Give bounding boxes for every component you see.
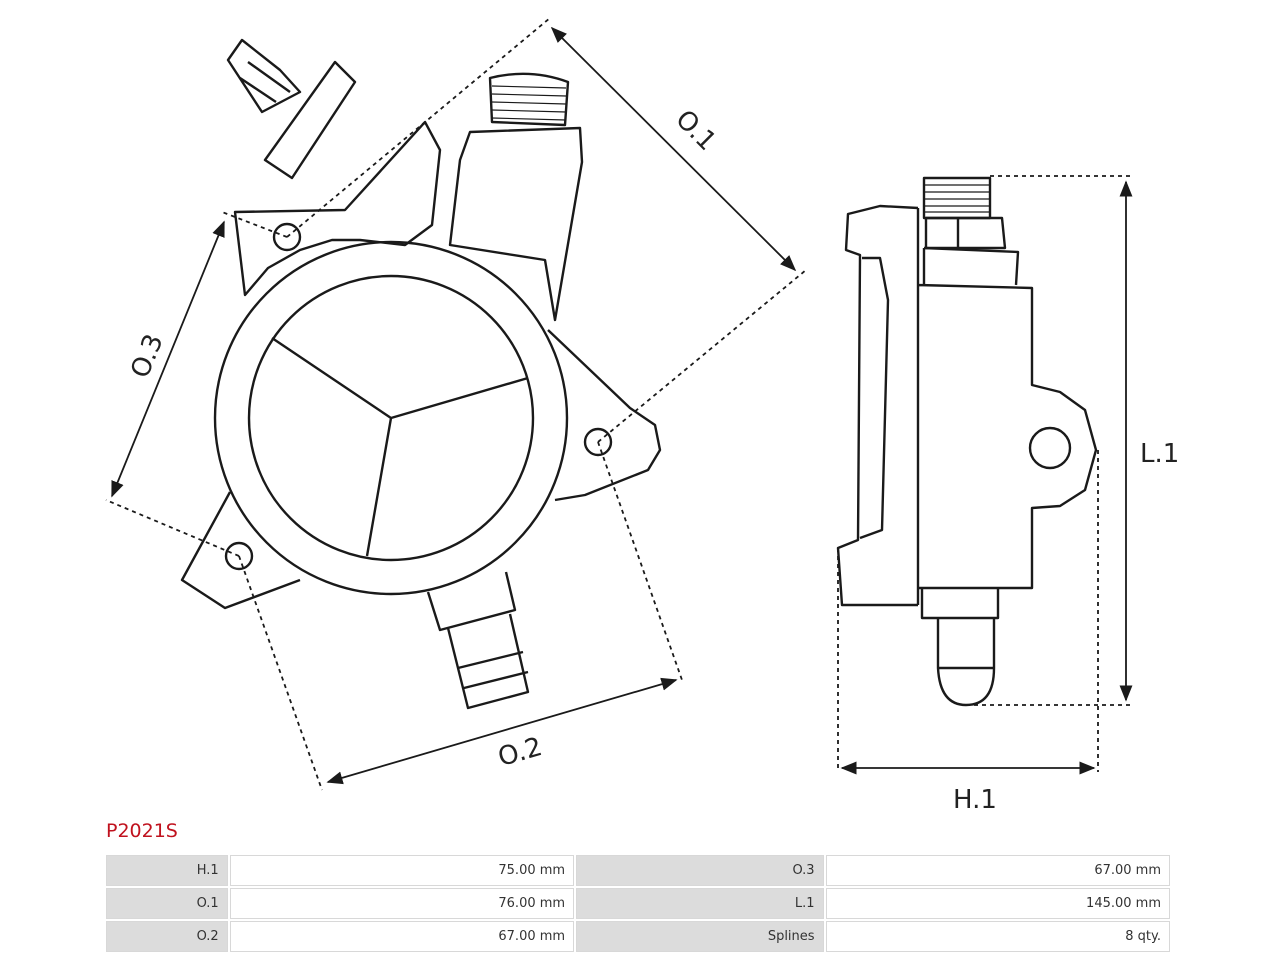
dim-o1-line: [550, 26, 797, 272]
housing-inner-ring: [247, 274, 535, 562]
outlet-tube: [448, 126, 584, 322]
side-lower-nozzle: [920, 588, 1000, 707]
side-view: [836, 176, 1098, 707]
mount-hole-bottom: [224, 541, 254, 571]
dim-o1-label: O.1: [669, 104, 721, 156]
dim-l1-label: L.1: [1140, 439, 1179, 469]
part-code: P2021S: [106, 820, 178, 842]
spec-key: Splines: [576, 921, 824, 952]
outlet-thread: [488, 72, 570, 127]
flange-ear-left: [180, 491, 301, 610]
mount-hole-top: [272, 222, 302, 252]
spec-key: L.1: [576, 888, 824, 919]
spec-key: O.3: [576, 855, 824, 886]
spec-table: H.1 75.00 mm O.3 67.00 mm O.1 76.00 mm L…: [104, 853, 1172, 954]
front-view: [180, 38, 662, 710]
front-dimensions: [105, 17, 807, 791]
side-body: [916, 208, 1098, 605]
side-nut: [924, 216, 1007, 250]
lower-nozzle: [426, 571, 530, 710]
table-row: H.1 75.00 mm O.3 67.00 mm: [106, 855, 1170, 886]
side-eye-hole: [1028, 426, 1072, 470]
spec-value: 145.00 mm: [825, 888, 1170, 919]
dim-h1-label: H.1: [953, 785, 997, 815]
spec-value: 67.00 mm: [825, 855, 1170, 886]
housing-tristar: [271, 337, 529, 557]
dim-o3-line: [111, 220, 225, 498]
table-row: O.2 67.00 mm Splines 8 qty.: [106, 921, 1170, 952]
spec-value: 67.00 mm: [229, 921, 575, 952]
table-row: O.1 76.00 mm L.1 145.00 mm: [106, 888, 1170, 919]
flange-outline: [233, 120, 442, 297]
dim-o2-label: O.2: [495, 732, 546, 773]
flange-ear-right: [547, 329, 662, 502]
spec-key: O.1: [106, 888, 228, 919]
spec-key: H.1: [106, 855, 228, 886]
side-flange: [836, 204, 919, 607]
spec-value: 8 qty.: [825, 921, 1170, 952]
dim-o3-label: O.3: [125, 330, 169, 382]
upper-nozzle: [226, 38, 357, 180]
technical-drawing: O.1 O.2 O.3 L.1 H.1: [105, 17, 1179, 815]
side-thread: [922, 176, 992, 220]
dim-o2-line: [326, 677, 678, 785]
spec-value: 76.00 mm: [229, 888, 575, 919]
spec-value: 75.00 mm: [229, 855, 575, 886]
mount-hole-right: [583, 427, 613, 457]
spec-key: O.2: [106, 921, 228, 952]
side-dimensions: [837, 175, 1133, 775]
